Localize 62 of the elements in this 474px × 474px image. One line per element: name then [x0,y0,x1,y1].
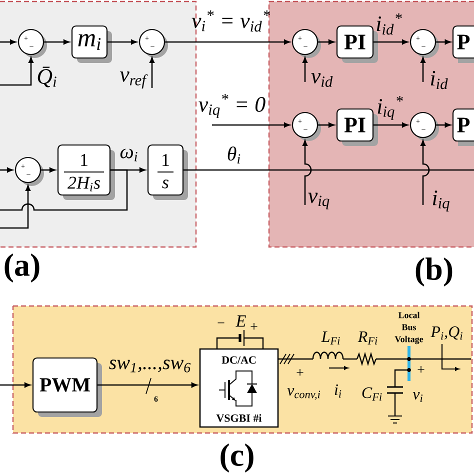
signal-label: v$_{ref}$ [120,71,148,89]
panel-caption: (b) [416,258,452,286]
signal-label: v$_{id}$ [311,73,333,87]
connector-line [0,169,128,211]
signal-label: i$_{iq}$ [432,190,450,212]
block-box: PI [336,25,378,63]
arrow [149,57,155,88]
panel-caption: (a) [4,254,40,282]
signal-label: i$_{id}$ [430,70,448,90]
symbol-label: i$_{i}$ [334,384,342,398]
block-box: PI [336,108,378,146]
block-box: PWM [32,357,102,417]
arrow [374,39,408,45]
arrow [0,167,13,173]
arrow [108,39,137,45]
panel-caption: (c) [220,444,254,472]
polarity-sign: + [250,323,258,330]
signal-label: v$_{iq}$ [308,192,330,210]
block-box: P [452,108,474,146]
symbol-label: L$_{Fi}$ [321,331,340,345]
polarity-sign: − [218,322,224,324]
connector-line [184,169,474,171]
symbol-label: v$_{i}$ [412,392,423,402]
fraction-block: 1 2H$_{i}$s [57,144,115,200]
arrow [302,57,308,82]
bus-label: Local Bus Voltage [394,312,424,344]
symbol-label: E [236,315,246,327]
signal-label: sw$_{1}$,...,sw$_{6}$ [109,360,191,372]
arrow [436,39,451,45]
arrow [420,140,430,205]
arrow [44,39,70,45]
arrow [318,122,334,128]
symbol-label: R$_{Fi}$ [358,331,378,345]
arrow [212,122,290,128]
signal-label: θ$_{i}$ [228,146,240,164]
wire-count: 6 [154,396,158,402]
symbol-label: P$_{i}$,Q$_{i}$ [430,326,462,340]
arrow [0,57,34,86]
signal-label: i$_{iq}$* [378,96,403,120]
arrow [41,167,56,173]
symbol-label: C$_{Fi}$ [362,387,382,401]
signal-label: ω$_{i}$ [120,148,138,162]
signal-label: v$_{i}$$^{*}$ = v$_{id}$* [192,10,270,32]
arrow [0,185,31,229]
arrow [318,39,334,45]
fraction-block: 1 s [147,144,188,200]
polarity-sign: + [296,369,304,376]
polarity-sign: + [418,366,424,373]
block-box: P [452,25,474,63]
signal-label: i$_{id}$* [376,13,402,35]
converter-box: DC/AC VSGBI #i [199,348,279,428]
arrow [420,57,426,82]
arrow [165,39,290,45]
block-box: m$_{i}$ [71,25,112,63]
arrow [374,122,408,128]
arrow [98,382,198,388]
signal-label: Q̄$_{i}$ [38,66,56,88]
arrow [302,140,312,205]
arrow [436,122,451,128]
arrow [0,382,30,388]
arrow [0,39,16,45]
signal-label: v$_{iq}$$^{*}$ = 0 [198,94,266,118]
